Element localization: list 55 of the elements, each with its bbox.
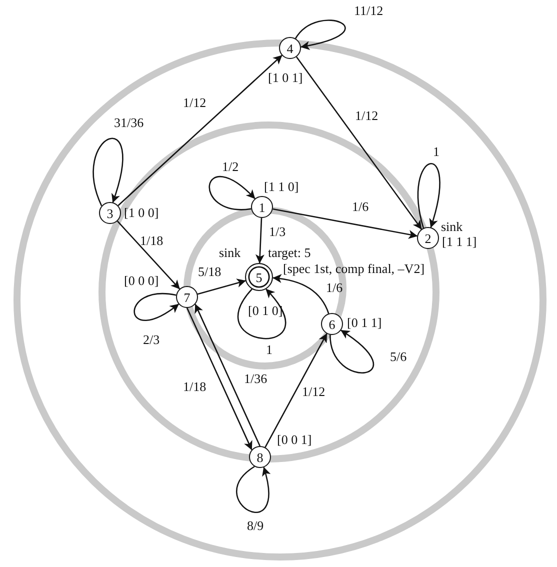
edge-label: 11/12	[354, 4, 384, 18]
node-annotation: [0 0 0]	[124, 274, 159, 288]
edge-label: 1/6	[326, 281, 343, 295]
edge-label: 5/6	[390, 350, 407, 364]
state-circle: 1	[251, 196, 273, 218]
arrow	[272, 208, 418, 239]
arrow	[186, 308, 252, 450]
arrow	[264, 333, 328, 448]
edge-label: 5/18	[198, 265, 222, 279]
state-circle: 2	[417, 227, 439, 249]
target-state-circle: 5	[245, 263, 273, 291]
edge-label: 1/12	[302, 385, 326, 399]
self-loop-arrow	[92, 138, 124, 206]
edge-label: 1	[433, 145, 440, 159]
arrow	[194, 304, 260, 446]
edge-label: 8/9	[247, 519, 264, 533]
self-loop-arrow	[295, 20, 346, 50]
edge-label: 1/3	[269, 225, 286, 239]
edge-label: 1	[266, 343, 272, 357]
arrow	[116, 220, 180, 290]
edge-label: 1/36	[244, 372, 268, 386]
state-circle: 4	[279, 37, 301, 59]
self-loop-arrow	[417, 163, 440, 228]
self-loop-arrow	[236, 466, 270, 513]
node-annotation: target: 5	[268, 246, 311, 260]
node-annotation: sink	[441, 220, 463, 234]
edge-label: 31/36	[114, 116, 144, 130]
curved-arrow	[272, 274, 330, 314]
node-annotation: [1 1 0]	[264, 180, 299, 194]
node-annotation: [1 0 0]	[124, 206, 159, 220]
state-circle: 7	[176, 286, 198, 308]
edge-label: 1/2	[222, 160, 239, 174]
node-annotation: [1 0 1]	[268, 71, 303, 85]
self-loop-arrow	[134, 292, 179, 321]
node-annotation: [0 0 1]	[277, 433, 312, 447]
arrow	[255, 218, 264, 264]
edge-label: 2/3	[143, 333, 160, 347]
state-circle: 6	[321, 313, 343, 335]
edge-label: 1/18	[183, 380, 206, 394]
state-circle: 3	[99, 202, 121, 224]
edge-label: 1/18	[140, 234, 164, 248]
node-annotation: [1 1 1]	[442, 235, 477, 249]
self-loop-arrow	[237, 288, 286, 340]
edge-label: 1/12	[355, 109, 378, 123]
arrow	[118, 54, 282, 206]
arrow	[197, 278, 246, 295]
self-loop-arrow	[208, 176, 256, 210]
edge-label: 1/12	[183, 96, 206, 110]
node-annotation: sink	[219, 246, 241, 260]
state-circle: 8	[249, 446, 271, 468]
arrow	[296, 56, 422, 230]
node-annotation: [spec 1st, comp final, –V2]	[283, 262, 425, 276]
node-annotation: [0 1 1]	[347, 316, 382, 330]
self-loop-arrow	[329, 330, 374, 374]
edge-label: 1/6	[352, 200, 369, 214]
